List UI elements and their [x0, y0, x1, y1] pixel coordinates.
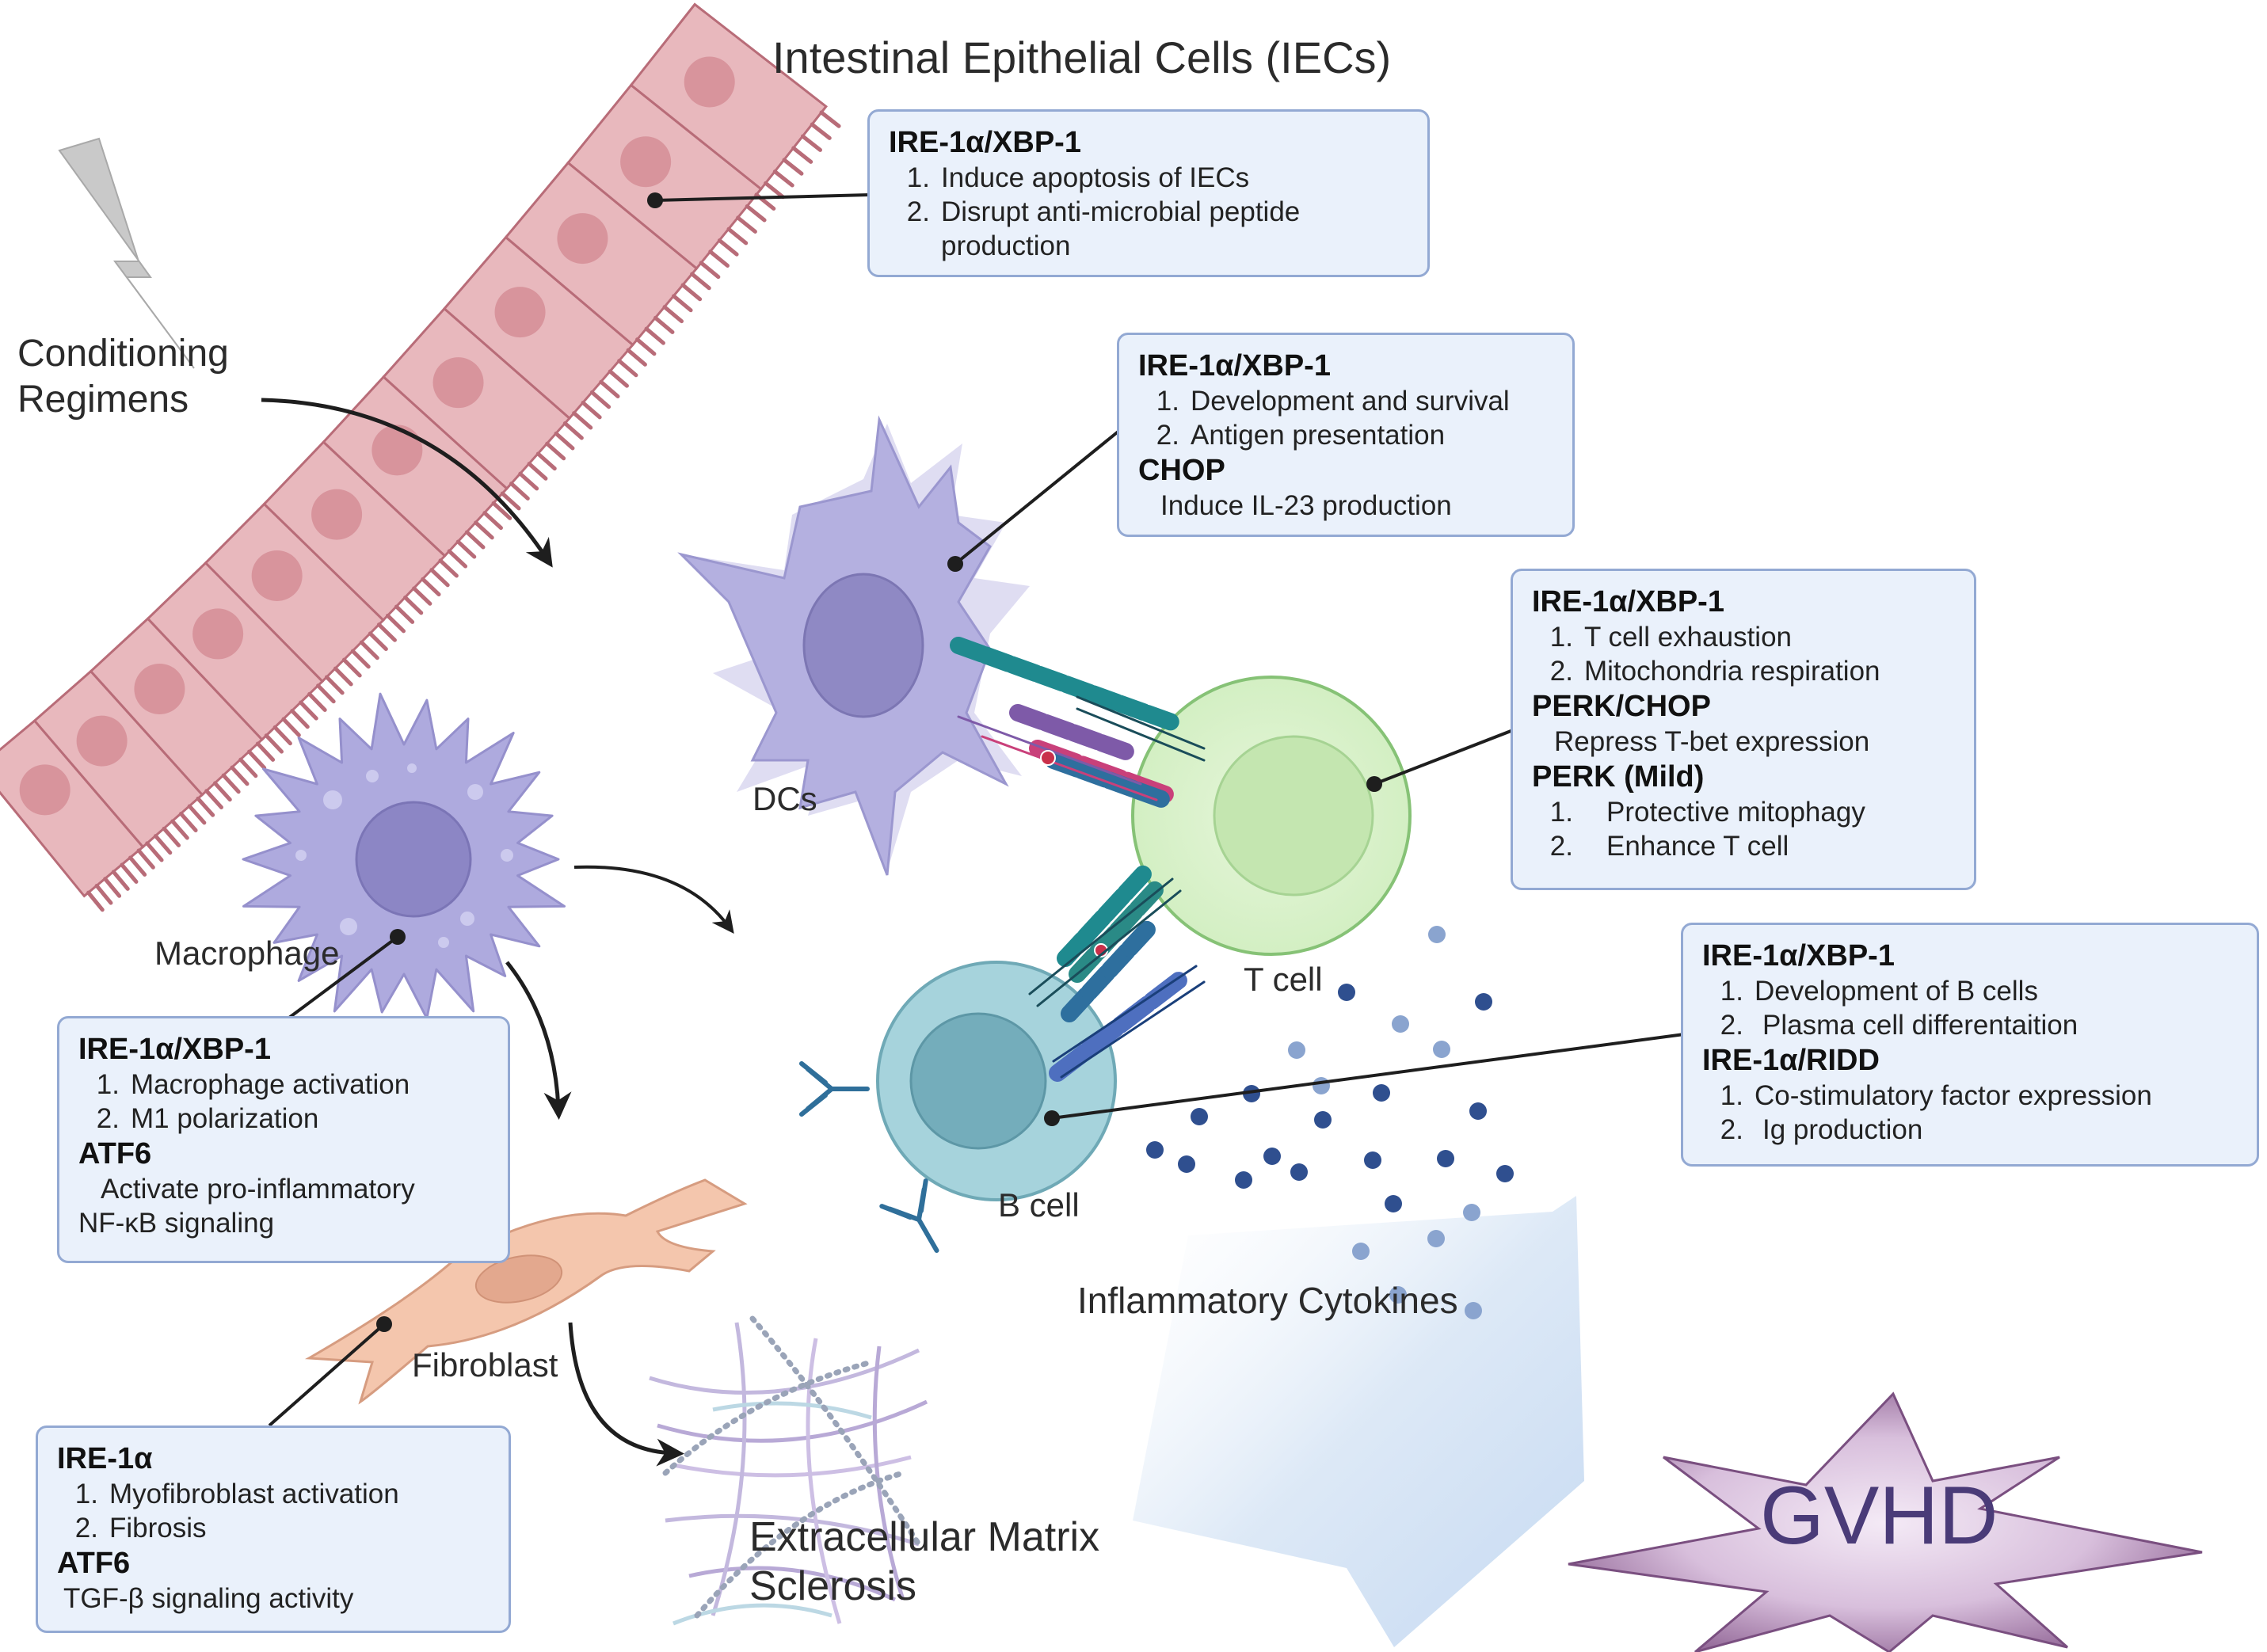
tcell-box-heading: IRE-1α/XBP-1	[1532, 585, 1724, 619]
tcell-box-text: Repress T-bet expression	[1554, 726, 1870, 757]
fibroblast-info-box: IRE-1α 1.Myofibroblast activation 2.Fibr…	[36, 1426, 511, 1633]
dc-info-box: IRE-1α/XBP-1 1.Development and survival …	[1117, 333, 1575, 537]
fibroblast-label: Fibroblast	[412, 1346, 558, 1384]
extracellular-matrix-fibers	[649, 1315, 928, 1626]
dc-box-item-1: 1.Development and survival	[1156, 386, 1510, 417]
dc-box-heading: IRE-1α/XBP-1	[1138, 349, 1331, 383]
tcell-box-item-1: 1.T cell exhaustion	[1549, 622, 1793, 653]
cytokine-dots	[1146, 926, 1514, 1319]
intestinal-epithelium	[0, 2, 841, 912]
macro-box-text-2: NF-κB signaling	[78, 1208, 275, 1239]
dc-label: DCs	[752, 780, 817, 817]
dc-box-heading-2: CHOP	[1138, 454, 1225, 487]
b-cell	[876, 961, 1117, 1201]
t-cell-info-box: IRE-1α/XBP-1 1.T cell exhaustion 2.Mitoc…	[1511, 569, 1976, 890]
lightning-icon	[58, 137, 195, 369]
macrophage-info-box: IRE-1α/XBP-1 1.Macrophage activation 2.M…	[57, 1016, 510, 1263]
tcell-box-item-3: 1.Protective mitophagy	[1549, 797, 1865, 828]
b-cell-label: B cell	[998, 1186, 1080, 1224]
tcell-box-item-4: 2.Enhance T cell	[1549, 831, 1789, 862]
tcell-box-item-2: 2.Mitochondria respiration	[1549, 656, 1880, 687]
t-cell-label: T cell	[1244, 961, 1323, 998]
fibroblast-to-ecm-arrow	[568, 1322, 684, 1467]
dc-box-item-2: 2.Antigen presentation	[1156, 420, 1446, 451]
macro-box-heading-2: ATF6	[78, 1137, 152, 1170]
bcell-box-heading: IRE-1α/XBP-1	[1702, 939, 1895, 973]
callout-lines	[268, 193, 1685, 1427]
cytokines-label: Inflammatory Cytokines	[1077, 1280, 1458, 1321]
tcell-box-heading-3: PERK (Mild)	[1532, 760, 1705, 794]
macro-box-item-1: 1.Macrophage activation	[96, 1069, 410, 1100]
fibroblast-cell	[304, 1178, 748, 1405]
macrophage-cell	[242, 692, 566, 1020]
dc-box-text: Induce IL-23 production	[1160, 490, 1452, 521]
gvhd-starburst	[1568, 1391, 2203, 1652]
fibro-box-item-2: 2.Fibrosis	[74, 1513, 207, 1544]
bcell-box-item-2: 2.Plasma cell differentaition	[1720, 1010, 2078, 1041]
fibro-box-item-1: 1.Myofibroblast activation	[74, 1479, 399, 1509]
iec-info-box: IRE-1α/XBP-1 1.Induce apoptosis of IECs …	[867, 109, 1430, 277]
iec-box-heading: IRE-1α/XBP-1	[889, 126, 1081, 159]
fibro-box-heading-2: ATF6	[57, 1547, 131, 1580]
page-title: Intestinal Epithelial Cells (IECs)	[772, 32, 1392, 82]
macrophage-to-center-arrow	[573, 865, 734, 934]
bcell-box-item-4: 2.Ig production	[1720, 1114, 1923, 1145]
antibody-icons	[799, 1061, 939, 1253]
macro-box-text: Activate pro-inflammatory	[101, 1174, 415, 1205]
callout-dots	[376, 192, 1382, 1332]
macrophage-to-fibroblast-arrow	[505, 961, 572, 1120]
conditioning-regimens-label: Conditioning Regimens	[17, 333, 229, 421]
macro-box-heading: IRE-1α/XBP-1	[78, 1033, 271, 1066]
gvhd-label: GVHD	[1760, 1470, 1998, 1562]
fibro-box-heading: IRE-1α	[57, 1442, 153, 1475]
macrophage-label: Macrophage	[154, 934, 340, 972]
bcell-box-item-3: 1.Co-stimulatory factor expression	[1720, 1080, 2152, 1111]
conditioning-arrow	[261, 398, 553, 568]
fibro-box-text: TGF-β signaling activity	[63, 1583, 354, 1614]
bcell-box-item-1: 1.Development of B cells	[1720, 976, 2038, 1007]
ecm-label: Extracellular Matrix Sclerosis	[749, 1514, 1100, 1609]
bcell-box-heading-2: IRE-1α/RIDD	[1702, 1044, 1880, 1077]
flow-arrow	[1133, 1196, 1584, 1647]
receptor-ligand-complexes	[950, 637, 1206, 1082]
iec-box-item-1: 1.Induce apoptosis of IECs	[906, 162, 1250, 193]
iec-box-item-2: 2.Disrupt anti-microbial peptide product…	[906, 196, 1301, 261]
dendritic-cell	[677, 415, 1030, 876]
tcell-box-heading-2: PERK/CHOP	[1532, 690, 1711, 723]
b-cell-info-box: IRE-1α/XBP-1 1.Development of B cells 2.…	[1681, 923, 2259, 1167]
macro-box-item-2: 2.M1 polarization	[96, 1103, 319, 1134]
